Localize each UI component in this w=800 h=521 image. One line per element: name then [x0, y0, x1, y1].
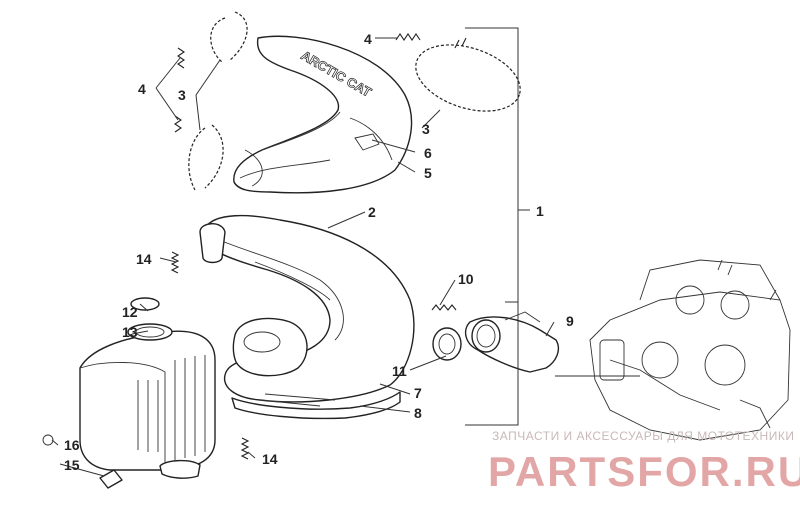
- spring-left-lower: [174, 115, 182, 133]
- engine-block: [589, 259, 791, 441]
- callout-1: 1: [536, 203, 544, 219]
- callout-14-upper: 14: [136, 251, 152, 267]
- spring-left-upper: [177, 47, 185, 69]
- callout-labels: 1 2 3 3 4 4 5 6 7 8 9 10 11 12 13 14 14 …: [64, 31, 574, 473]
- clip-16: [42, 434, 54, 446]
- gasket-12: [130, 297, 160, 311]
- callout-11: 11: [392, 363, 407, 379]
- expansion-chamber: [199, 214, 415, 420]
- watermark: ЗАПЧАСТИ И АКСЕССУАРЫ ДЛЯ МОТОТЕХНИКИ PA…: [488, 429, 800, 495]
- callout-4-left: 4: [138, 81, 146, 97]
- chain-clip-lower: [188, 124, 224, 191]
- callout-12: 12: [122, 304, 138, 320]
- muffler: [42, 297, 216, 489]
- callout-8: 8: [414, 405, 422, 421]
- callout-5: 5: [424, 165, 432, 181]
- spring-14-lower: [240, 437, 250, 460]
- exhaust-manifold: [464, 311, 560, 373]
- leader-lines: [51, 27, 640, 477]
- callout-3-right: 3: [422, 121, 430, 137]
- watermark-brand: PARTSFOR.RU: [488, 448, 800, 495]
- callout-16: 16: [64, 437, 80, 453]
- callout-10: 10: [458, 271, 474, 287]
- watermark-tagline: ЗАПЧАСТИ И АКСЕССУАРЫ ДЛЯ МОТОТЕХНИКИ: [492, 429, 794, 443]
- heat-shield: ARCTIC CAT: [233, 35, 413, 194]
- callout-3-left: 3: [178, 87, 186, 103]
- spring-top: [395, 33, 421, 41]
- callout-14-lower: 14: [262, 451, 278, 467]
- callout-6: 6: [424, 145, 432, 161]
- grommet-15: [99, 469, 123, 489]
- callout-4-top: 4: [364, 31, 372, 47]
- chain-clip-upper: [210, 11, 248, 63]
- gasket-11: [432, 327, 462, 361]
- spring-14-upper: [170, 251, 180, 274]
- callout-15: 15: [64, 457, 80, 473]
- callout-9: 9: [566, 313, 574, 329]
- callout-7: 7: [414, 385, 422, 401]
- callout-2: 2: [368, 204, 376, 220]
- spring-10: [431, 304, 457, 311]
- callout-13: 13: [122, 324, 138, 340]
- band-clamp: [415, 37, 521, 112]
